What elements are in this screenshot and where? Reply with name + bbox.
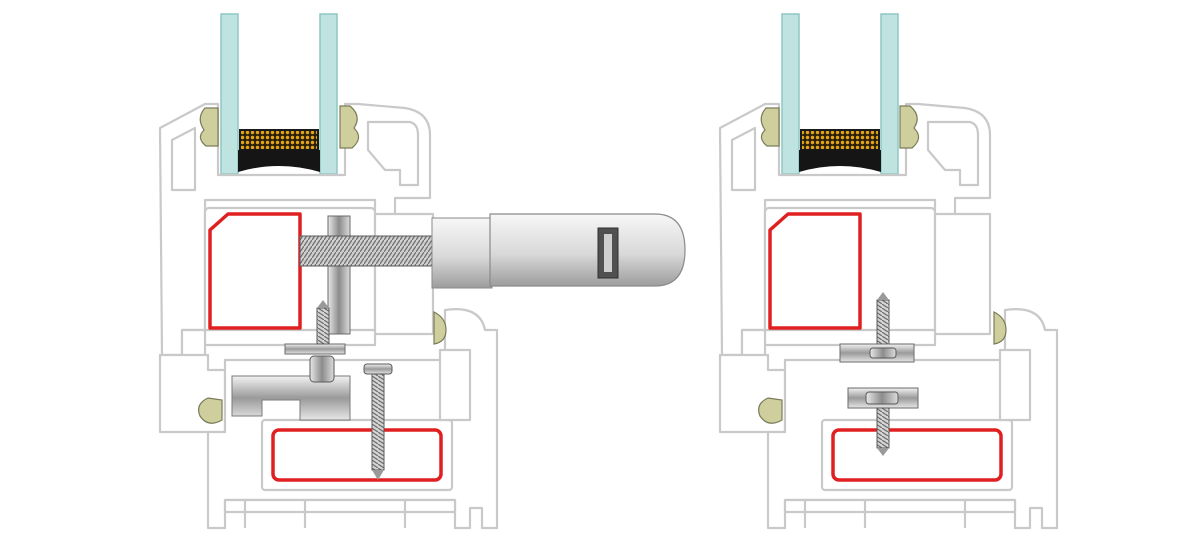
left-gaskets [198,105,447,424]
left-gasket-glass-inner [339,105,360,149]
right-gaskets [758,105,1007,424]
left-window-section [158,13,686,530]
right-sash-screw-tip [877,292,889,300]
right-mounting-hardware [839,292,919,456]
left-mounting-screw-shank [371,373,385,471]
left-glass-pane-outer [220,13,239,175]
left-mounting-bracket [231,375,351,421]
left-gasket-sash-frame [198,397,223,424]
left-frame-profile [158,308,499,530]
left-gasket-glass-outer [199,107,219,147]
right-double-glazing [781,13,899,175]
right-frame-reinforcement [831,428,1003,482]
right-glass-pane-inner [880,13,899,175]
handle-grip [489,213,686,287]
left-gasket-frame-outer [433,311,447,345]
right-glass-spacer [800,129,880,151]
left-sash-reinforcement [208,212,302,330]
right-sash-screw-shank [876,299,890,345]
left-mounting-hardware [231,300,393,480]
left-double-glazing [220,13,338,175]
right-frame-screw-shank [876,407,890,449]
right-gasket-frame-outer [993,311,1007,345]
right-frame-screw-tip [877,448,889,456]
handle-rosette [431,217,493,289]
left-frame-reinforcement [271,428,443,482]
right-glass-pane-outer [781,13,800,175]
left-glass-pane-inner [319,13,338,175]
handle-base-plate [327,215,351,335]
right-sash-profile [718,102,992,362]
right-gasket-glass-inner [899,105,920,149]
left-frame-screw-head [309,355,335,383]
right-gasket-sash-frame [758,397,783,424]
left-window-handle [299,213,686,335]
right-frame-profile [718,308,1059,530]
left-glass-spacer [239,129,319,151]
right-glass-sealant [799,150,881,172]
right-window-section [718,13,1059,530]
left-glass-sealant [238,150,320,172]
left-sash-screw-tip [317,300,329,308]
right-gasket-glass-outer [760,107,780,147]
left-sash-screw-shank [316,307,330,345]
right-sash-reinforcement [768,212,862,330]
left-mounting-screw-head [363,363,393,375]
